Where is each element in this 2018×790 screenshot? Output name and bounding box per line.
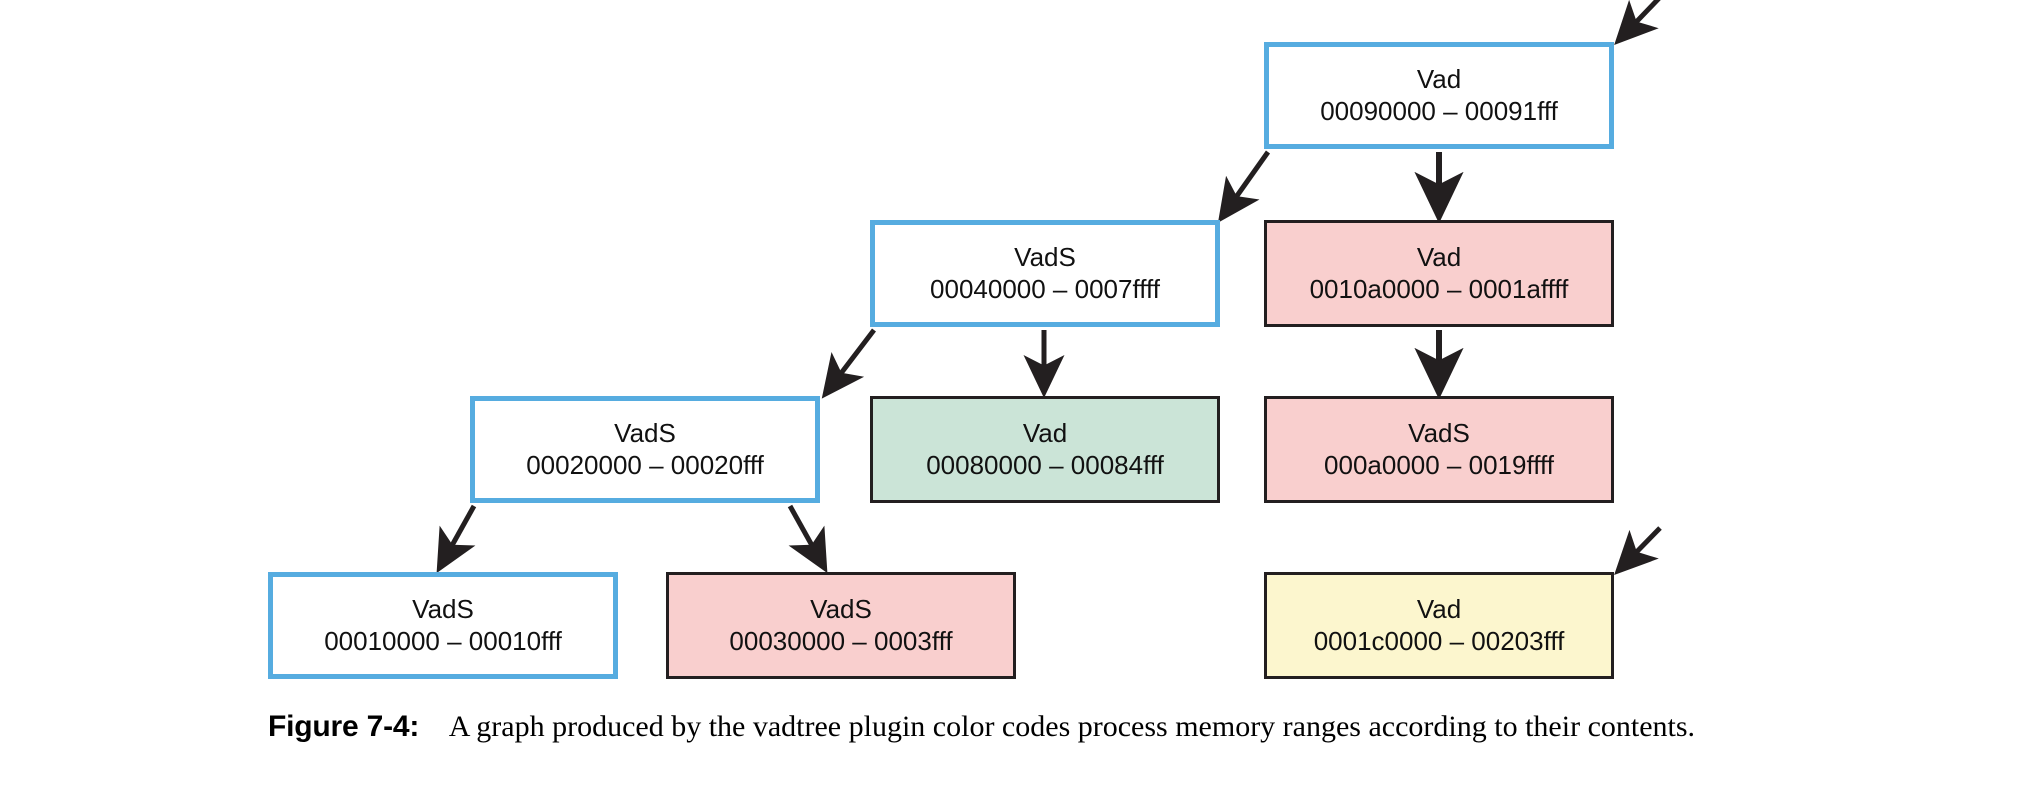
- node-vad-0010a0000[interactable]: Vad 0010a0000 – 0001affff: [1264, 220, 1614, 327]
- node-range-label: 0010a0000 – 0001affff: [1309, 273, 1569, 304]
- node-type-label: Vad: [1022, 417, 1068, 448]
- edge-vads00040000-to-vads00020000: [821, 328, 876, 399]
- node-range-label: 00030000 – 0003fff: [729, 625, 953, 656]
- node-vads-00010000[interactable]: VadS 00010000 – 00010fff: [268, 572, 618, 679]
- node-vads-00030000[interactable]: VadS 00030000 – 0003fff: [666, 572, 1016, 679]
- node-type-label: Vad: [1416, 63, 1462, 94]
- graph-edges-layer: [436, 0, 1662, 576]
- node-vads-000a0000[interactable]: VadS 000a0000 – 0019ffff: [1264, 396, 1614, 503]
- edge-vads00020000-to-vads00010000: [436, 504, 477, 574]
- node-type-label: VadS: [1408, 417, 1470, 448]
- node-type-label: VadS: [412, 593, 474, 624]
- node-range-label: 00020000 – 00020fff: [526, 449, 764, 480]
- edge-external-into-vad0001c0000: [1614, 526, 1662, 576]
- node-vad-00080000[interactable]: Vad 00080000 – 00084fff: [870, 396, 1220, 503]
- edge-external-into-root: [1614, 0, 1661, 46]
- node-range-label: 00090000 – 00091fff: [1320, 95, 1558, 126]
- edge-root-to-vads00040000: [1217, 150, 1271, 223]
- figure-caption: Figure 7-4: A graph produced by the vadt…: [268, 706, 1718, 749]
- node-type-label: Vad: [1416, 593, 1462, 624]
- figure-caption-label: Figure 7-4:: [268, 710, 449, 743]
- figure-caption-text: A graph produced by the vadtree plugin c…: [448, 710, 1696, 743]
- node-range-label: 000a0000 – 0019ffff: [1324, 449, 1554, 480]
- node-range-label: 00040000 – 0007ffff: [930, 273, 1160, 304]
- node-range-label: 0001c0000 – 00203fff: [1313, 625, 1565, 656]
- node-vads-00020000[interactable]: VadS 00020000 – 00020fff: [470, 396, 820, 503]
- node-vads-00040000[interactable]: VadS 00040000 – 0007ffff: [870, 220, 1220, 327]
- edge-vads00020000-to-vads00030000: [787, 504, 828, 574]
- node-type-label: VadS: [614, 417, 676, 448]
- node-type-label: VadS: [1014, 241, 1076, 272]
- node-type-label: VadS: [810, 593, 872, 624]
- node-vad-0001c0000[interactable]: Vad 0001c0000 – 00203fff: [1264, 572, 1614, 679]
- node-range-label: 00010000 – 00010fff: [324, 625, 562, 656]
- node-vad-00090000[interactable]: Vad 00090000 – 00091fff: [1264, 42, 1614, 149]
- node-type-label: Vad: [1416, 241, 1462, 272]
- node-range-label: 00080000 – 00084fff: [926, 449, 1164, 480]
